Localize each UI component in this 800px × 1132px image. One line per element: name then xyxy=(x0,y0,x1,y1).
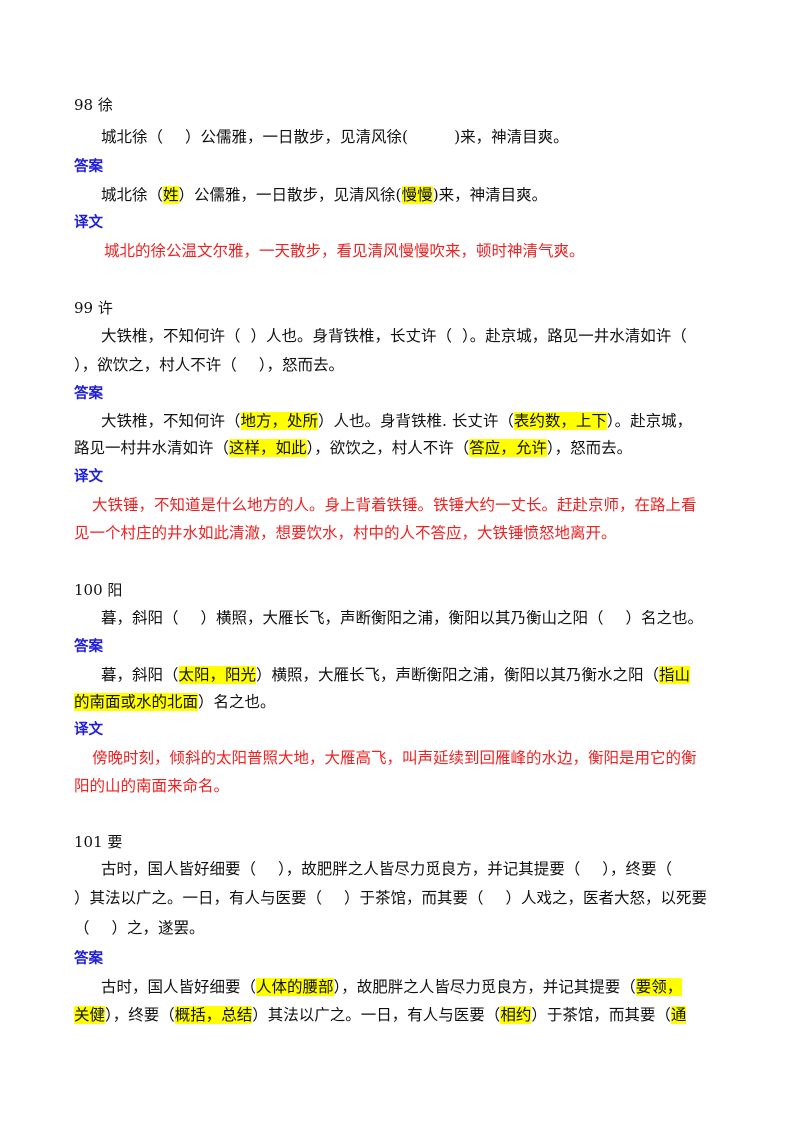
item-number: 98 徐 xyxy=(74,96,113,114)
answer-label: 答案 xyxy=(74,951,103,967)
answer-highlight: 关健 xyxy=(74,1006,106,1024)
answer-highlight: 这样，如此 xyxy=(229,439,307,457)
answer-text: 关健），终要（概括，总结）其法以广之。一日，有人与医要（相约）于茶馆，而其要（通 xyxy=(74,1006,687,1024)
question-text: 大铁椎，不知何许（）人也。身背铁椎，长丈许（）。赴京城，路见一井水清如许（ xyxy=(101,327,687,345)
question-text: ），欲饮之，村人不许（），怒而去。 xyxy=(74,356,345,374)
question-text: 古时，国人皆好细要（），故肥胖之人皆尽力觅良方，并记其提要（），终要（ xyxy=(101,860,673,878)
answer-highlight: 姓 xyxy=(163,186,179,204)
answer-highlight: 太阳，阳光 xyxy=(178,666,257,684)
translation-text: 见一个村庄的井水如此清澈，想要饮水，村中的人不答应，大铁锤愤怒地离开。 xyxy=(74,524,617,542)
answer-highlight: 人体的腰部 xyxy=(256,978,334,996)
answer-label: 答案 xyxy=(74,386,103,402)
translation-text: 阳的山的南面来命名。 xyxy=(74,777,230,795)
question-text: （）之，遂罢。 xyxy=(74,919,205,937)
answer-highlight: 的南面或水的北面 xyxy=(74,693,199,711)
answer-highlight: 地方，处所 xyxy=(240,412,319,430)
answer-highlight: 通 xyxy=(670,1006,687,1024)
translation-text: 大铁锤，不知道是什么地方的人。身上背着铁锤。铁锤大约一丈长。赶赴京师，在路上看 xyxy=(92,496,697,514)
question-text: 暮，斜阳（）横照，大雁长飞，声断衡阳之浦，衡阳以其乃衡山之阳（）名之也。 xyxy=(101,609,704,627)
answer-text: 的南面或水的北面）名之也。 xyxy=(74,693,276,711)
item-number: 100 阳 xyxy=(74,581,123,599)
answer-highlight: 答应，允许 xyxy=(469,439,547,457)
item-number: 99 许 xyxy=(74,299,113,317)
question-text: ）其法以广之。一日，有人与医要（）于茶馆，而其要（）人戏之，医者大怒，以死要 xyxy=(74,889,708,907)
answer-highlight: 慢慢 xyxy=(401,186,433,204)
answer-text: 古时，国人皆好细要（人体的腰部），故肥胖之人皆尽力觅良方，并记其提要（要领， xyxy=(101,978,683,996)
translation-label: 译文 xyxy=(74,469,103,485)
translation-text: 傍晚时刻，倾斜的太阳普照大地，大雁高飞，叫声延续到回雁峰的水边，衡阳是用它的衡 xyxy=(92,749,697,767)
answer-highlight: 概括，总结 xyxy=(174,1006,253,1024)
answer-highlight: 指山 xyxy=(659,666,691,684)
translation-label: 译文 xyxy=(74,215,103,231)
translation-text: 城北的徐公温文尔雅，一天散步，看见清风慢慢吹来，顿时神清气爽。 xyxy=(104,242,585,260)
answer-label: 答案 xyxy=(74,639,103,655)
answer-text: 大铁椎，不知何许（地方，处所）人也。身背铁椎. 长丈许（表约数，上下）。赴京城， xyxy=(101,412,693,430)
answer-text: 路见一村井水清如许（这样，如此），欲饮之，村人不许（答应，允许），怒而去。 xyxy=(74,439,633,457)
answer-highlight: 要领， xyxy=(635,978,683,996)
item-number: 101 要 xyxy=(74,833,123,851)
answer-highlight: 表约数，上下 xyxy=(513,412,607,430)
answer-text: 暮，斜阳（太阳，阳光）横照，大雁长飞，声断衡阳之浦，衡阳以其乃衡水之阳（指山 xyxy=(101,666,691,684)
answer-highlight: 相约 xyxy=(500,1006,532,1024)
answer-text: 城北徐（姓）公儒雅，一日散步，见清风徐(慢慢)来，神清目爽。 xyxy=(101,186,548,204)
question-text: 城北徐（）公儒雅，一日散步，见清风徐()来，神清目爽。 xyxy=(101,128,569,146)
translation-label: 译文 xyxy=(74,722,103,738)
answer-label: 答案 xyxy=(74,159,103,175)
